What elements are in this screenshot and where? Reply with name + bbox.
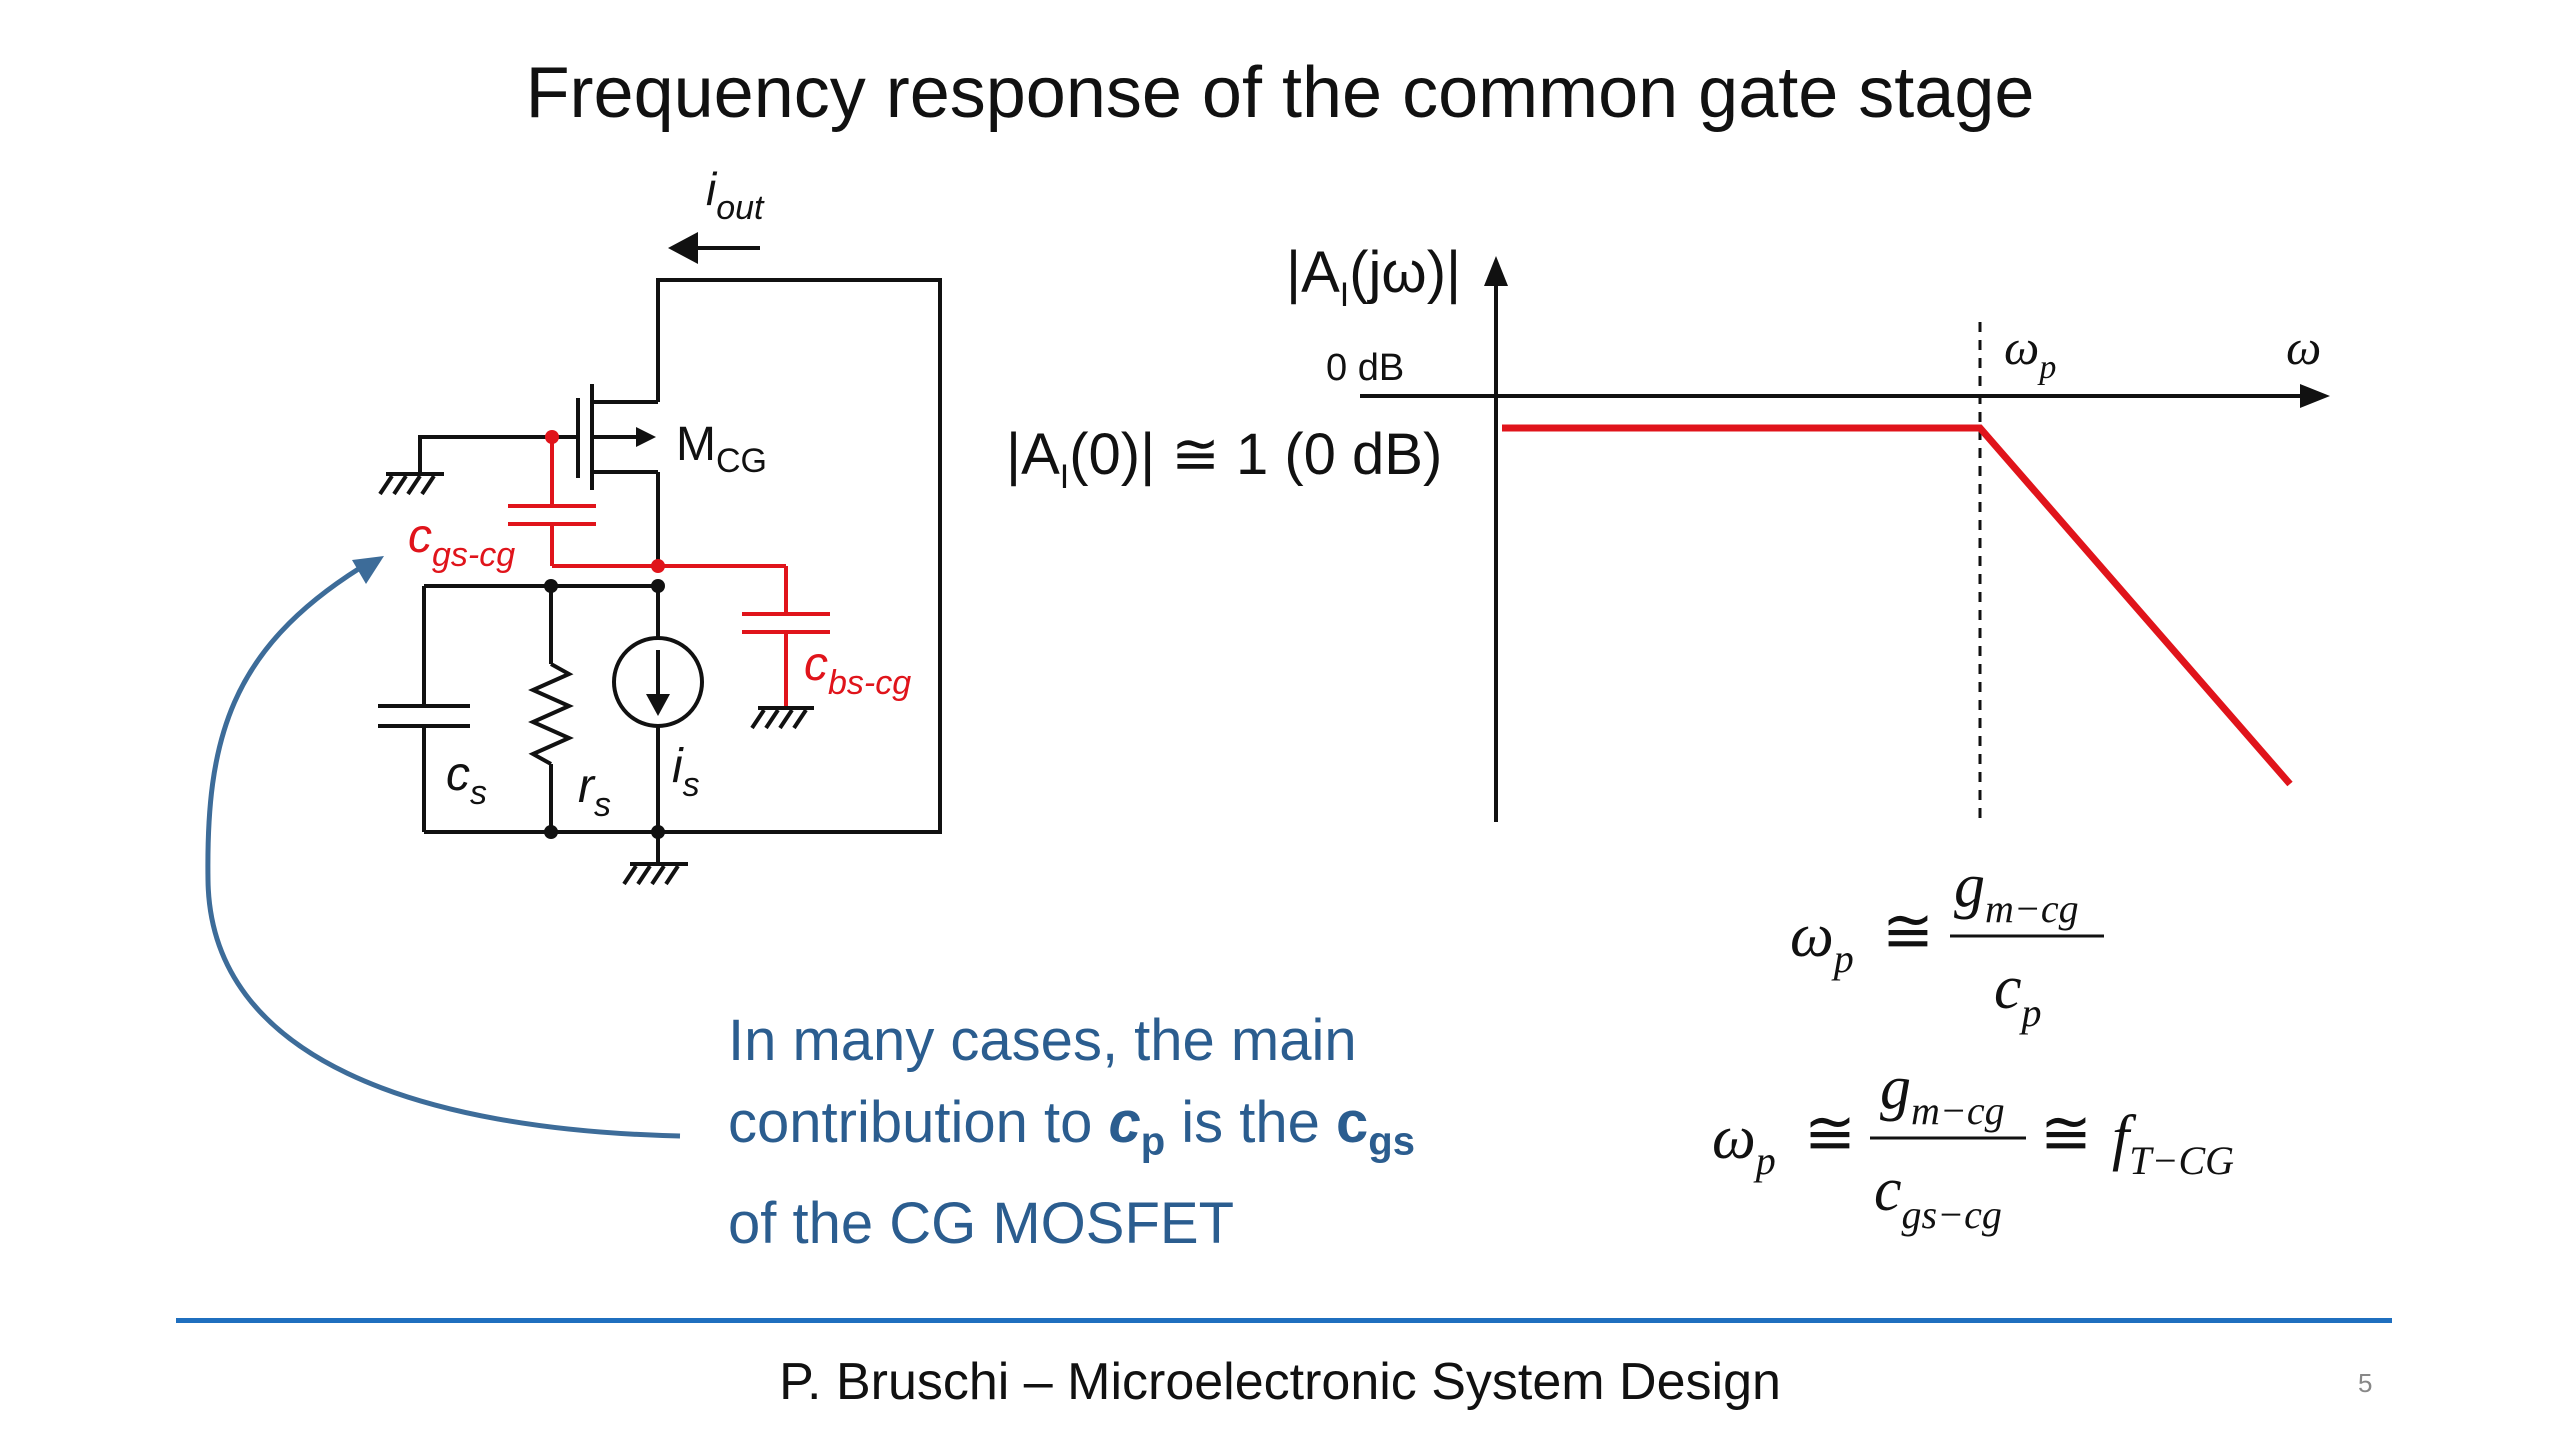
- cbs-ground-icon: [750, 706, 814, 730]
- rs-label: rs: [578, 760, 611, 824]
- node-dot: [544, 579, 558, 593]
- note-line-1: In many cases, the main: [728, 1008, 1357, 1073]
- mosfet-mcg: [576, 384, 660, 568]
- cp-symbol: cp: [1108, 1090, 1166, 1164]
- eq2-approx: ≅: [1804, 1100, 1856, 1168]
- equation-pole: ωp ≅ gm−cg cp: [1790, 852, 2104, 1035]
- iout-label: iout: [706, 163, 765, 227]
- output-wire: [656, 278, 942, 834]
- is-label: is: [672, 740, 700, 804]
- cs-label: cs: [446, 748, 487, 812]
- node-dot: [651, 825, 665, 839]
- cgs-symbol: cgs: [1336, 1090, 1415, 1164]
- y-axis-label: |AI(jω)|: [1286, 240, 1461, 314]
- node-dot: [651, 579, 665, 593]
- gain-curve: [1502, 424, 2293, 787]
- eq1-approx: ≅: [1882, 898, 1934, 966]
- cgs-capacitor: [508, 437, 786, 568]
- mcg-label: MCG: [676, 418, 767, 480]
- eq1-denominator: cp: [1994, 954, 2042, 1035]
- bode-plot: |AI(jω)| 0 dB ωp ω |AI(0)| ≅ 1 (0 dB): [1006, 240, 2330, 822]
- gate-wire: [418, 435, 578, 472]
- eq2-lhs: ωp: [1712, 1104, 1776, 1183]
- bottom-ground-icon: [622, 862, 688, 886]
- eq1-numerator: gm−cg: [1954, 852, 2079, 931]
- page-number: 5: [2358, 1368, 2373, 1398]
- gate-node-dot: [545, 430, 559, 444]
- cbs-capacitor: [742, 566, 830, 706]
- cs-capacitor: [378, 586, 470, 832]
- x-axis-arrowhead: [2300, 384, 2330, 408]
- slide-title: Frequency response of the common gate st…: [525, 53, 2035, 133]
- note-line-2: contribution to cp is the cgs: [728, 1090, 1415, 1164]
- note-line-3: of the CG MOSFET: [728, 1190, 1234, 1256]
- note-pointer-arrow: [205, 556, 681, 1139]
- omega-p-label: ωp: [2004, 319, 2056, 386]
- footer-divider: [176, 1318, 2392, 1323]
- is-current-source: [612, 586, 704, 832]
- eq1-lhs: ωp: [1790, 902, 1854, 981]
- cbs-label: cbs-cg: [804, 638, 911, 702]
- parasitic-capacitors: [508, 430, 830, 706]
- eq2-approx-2: ≅: [2040, 1100, 2092, 1168]
- gate-ground-icon: [378, 472, 444, 496]
- node-dot: [544, 825, 558, 839]
- eq2-rhs: fT−CG: [2112, 1104, 2234, 1183]
- footer-text: P. Bruschi – Microelectronic System Desi…: [779, 1353, 1781, 1411]
- y-axis-arrowhead: [1484, 256, 1508, 286]
- iout-arrow: [668, 232, 760, 264]
- rs-resistor: [528, 586, 574, 832]
- drain-node-dot: [651, 559, 665, 573]
- dc-gain-label: |AI(0)| ≅ 1 (0 dB): [1006, 422, 1442, 496]
- omega-axis-label: ω: [2286, 319, 2321, 375]
- circuit-schematic: [378, 232, 942, 886]
- equation-transit-frequency: ωp ≅ gm−cg cgs−cg ≅ fT−CG: [1712, 1054, 2234, 1237]
- cgs-label: cgs-cg: [408, 510, 515, 574]
- note-text: In many cases, the main contribution to …: [728, 1000, 1415, 1265]
- eq2-denominator: cgs−cg: [1874, 1156, 2002, 1237]
- zero-db-label: 0 dB: [1326, 347, 1404, 389]
- eq2-numerator: gm−cg: [1880, 1054, 2005, 1133]
